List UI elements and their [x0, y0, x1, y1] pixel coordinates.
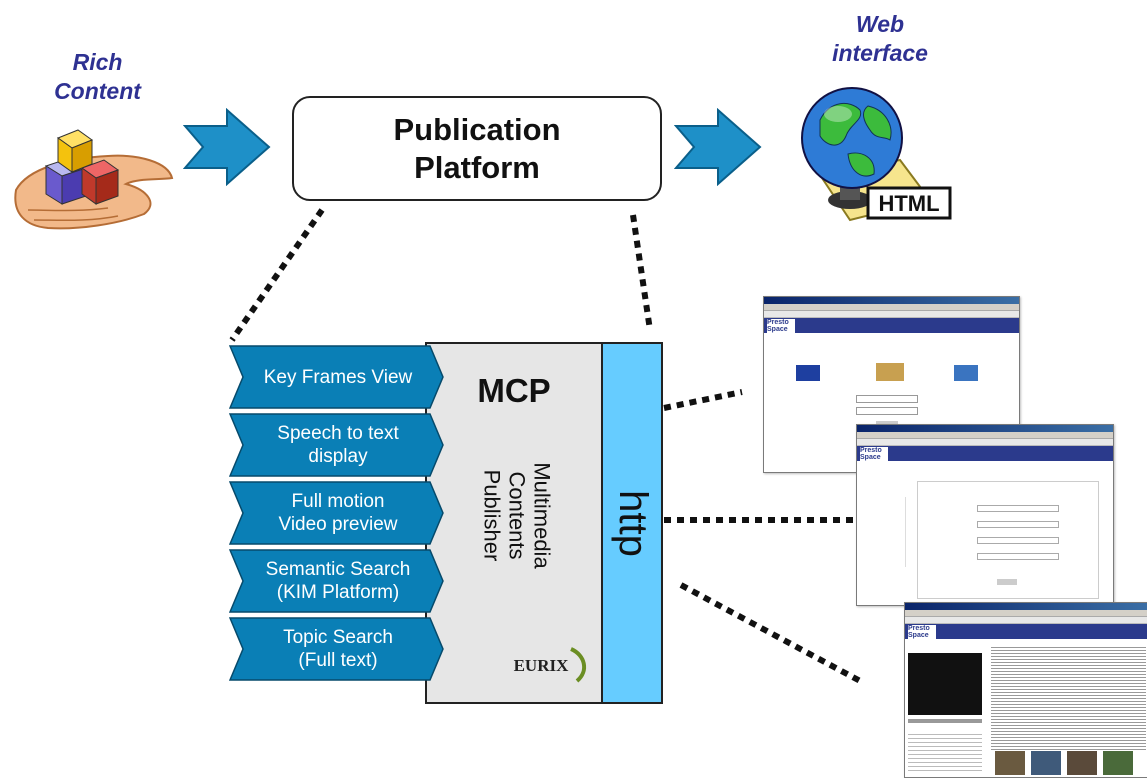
feature-full-motion-video-line-1: Full motion — [291, 491, 385, 512]
feature-topic-search-line-1: Topic Search — [283, 627, 393, 648]
http-label: http — [610, 489, 655, 557]
arrow-right-icon — [183, 108, 271, 186]
http-label-wrap: http — [601, 342, 663, 704]
rich-content-line-2: Content — [54, 78, 141, 104]
feature-semantic-search: Semantic Search (KIM Platform) — [229, 549, 444, 613]
arrow-right-icon — [674, 108, 762, 186]
eurix-logo: EURIX — [505, 645, 593, 685]
rich-content-icon — [14, 129, 174, 230]
publication-platform-line-2: Platform — [414, 149, 540, 185]
feature-key-frames-view: Key Frames View — [229, 345, 444, 409]
mcp-title: MCP — [477, 372, 551, 409]
feature-semantic-search-line-1: Semantic Search — [265, 559, 411, 580]
mcp-subtitle-line-2: Contents — [504, 470, 530, 560]
rich-content-line-1: Rich — [72, 49, 123, 75]
feature-speech-to-text-line-1: Speech to text — [277, 423, 399, 444]
feature-topic-search: Topic Search (Full text) — [229, 617, 444, 681]
feature-speech-to-text-line-2: display — [308, 446, 368, 467]
http-panel — [601, 342, 663, 704]
mcp-panel — [425, 342, 603, 704]
rich-content-label: Rich Content — [35, 48, 160, 106]
globe-html-icon: HTML — [801, 87, 952, 222]
feature-full-motion-video: Full motion Video preview — [229, 481, 444, 545]
feature-topic-search-line-2: (Full text) — [298, 650, 378, 671]
feature-semantic-search-line-2: (KIM Platform) — [276, 582, 400, 603]
feature-full-motion-video-line-2: Video preview — [278, 514, 398, 535]
eurix-logo-text: EURIX — [514, 656, 570, 675]
web-interface-line-2: interface — [832, 40, 928, 66]
mcp-subtitle-line-1: Multimedia — [529, 461, 555, 569]
feature-speech-to-text: Speech to text display — [229, 413, 444, 477]
web-interface-line-1: Web — [855, 11, 905, 37]
mcp-subtitle-line-3: Publisher — [479, 469, 505, 561]
mcp-subtitle: Multimedia Contents Publisher — [442, 440, 592, 590]
publication-platform-line-1: Publication — [393, 111, 561, 147]
web-interface-label: Web interface — [795, 10, 965, 68]
feature-key-frames-view-label: Key Frames View — [263, 366, 413, 388]
publication-platform-box: Publication Platform — [292, 96, 662, 201]
html-badge: HTML — [878, 191, 939, 216]
